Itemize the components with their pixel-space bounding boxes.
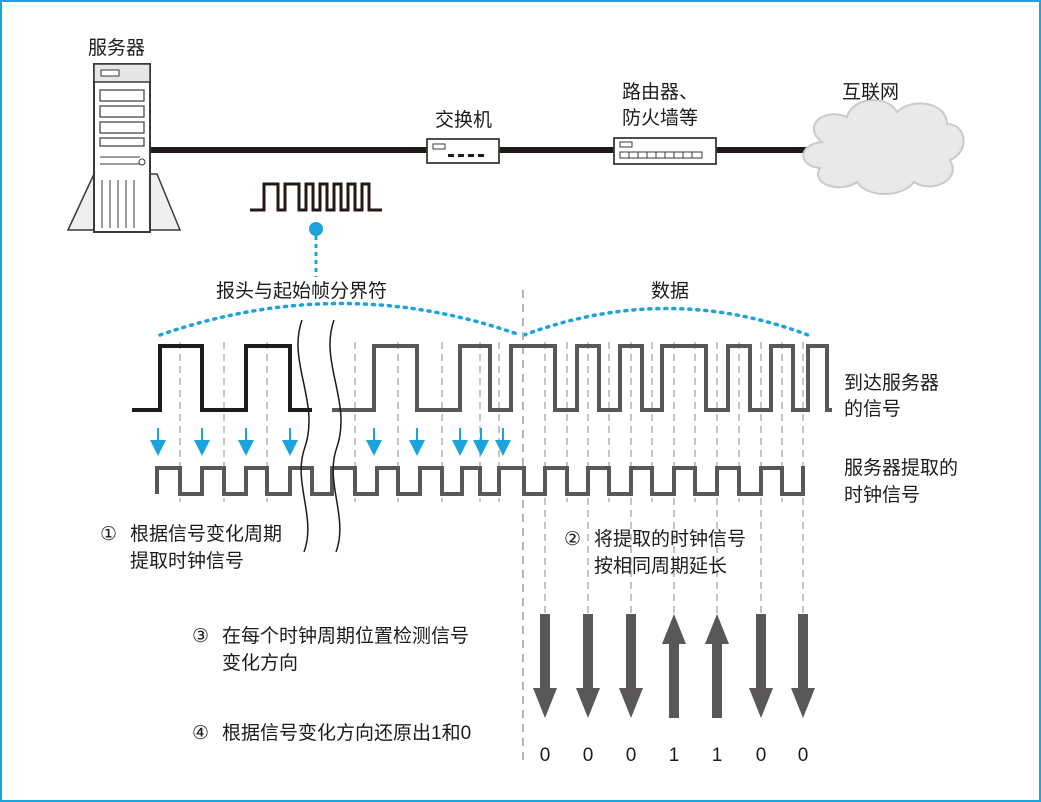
signal-tap-dot xyxy=(309,222,323,236)
break-mark-right xyxy=(329,319,342,553)
router-icon xyxy=(613,137,717,165)
step-2-marker: ② xyxy=(564,529,581,550)
server-label: 服务器 xyxy=(88,37,145,59)
bit-arrow-up-5 xyxy=(705,614,729,718)
step-1-marker: ① xyxy=(100,524,117,545)
bit-value-1: 0 xyxy=(540,745,551,766)
break-mark-left xyxy=(297,319,310,553)
switch-icon xyxy=(426,138,500,164)
bit-value-5: 1 xyxy=(712,745,723,766)
step-4-marker: ④ xyxy=(192,723,209,744)
bit-value-6: 0 xyxy=(756,745,767,766)
received-signal-data xyxy=(332,344,832,412)
preamble-bracket xyxy=(158,301,522,337)
server-icon xyxy=(66,63,182,233)
internet-cloud-icon xyxy=(802,99,965,195)
step-3-marker: ③ xyxy=(192,626,209,647)
step-4-line1: 根据信号变化方向还原出1和0 xyxy=(222,722,471,744)
decoded-bits: 0 0 0 1 1 0 0 xyxy=(540,745,809,766)
extracted-clock-signal xyxy=(155,466,805,496)
bit-direction-arrows xyxy=(533,614,815,718)
preamble-section-label: 报头与起始帧分界符 xyxy=(216,280,387,302)
step-1-line2: 提取时钟信号 xyxy=(130,550,244,572)
bit-arrow-up-4 xyxy=(662,614,686,718)
bit-arrow-down-3 xyxy=(619,614,643,718)
bit-value-2: 0 xyxy=(583,745,594,766)
step-3-line2: 变化方向 xyxy=(222,652,298,674)
router-label-line1: 路由器、 xyxy=(622,81,698,103)
bit-arrow-down-6 xyxy=(749,614,773,718)
mini-waveform-icon xyxy=(250,182,382,212)
step-2-line2: 按相同周期延长 xyxy=(594,555,727,577)
bit-arrow-down-2 xyxy=(576,614,600,718)
data-bracket xyxy=(522,306,810,337)
bit-value-3: 0 xyxy=(626,745,637,766)
switch-label: 交换机 xyxy=(435,109,492,131)
step-3-line1: 在每个时钟周期位置检测信号 xyxy=(222,625,469,647)
clock-signal-label-line2: 时钟信号 xyxy=(844,484,920,506)
internet-label: 互联网 xyxy=(842,81,899,103)
received-signal-preamble xyxy=(132,344,312,412)
data-section-label: 数据 xyxy=(651,280,689,302)
bit-value-4: 1 xyxy=(669,745,680,766)
step-2-line1: 将提取的时钟信号 xyxy=(594,528,746,550)
clock-signal-label-line1: 服务器提取的 xyxy=(844,457,958,479)
step-1-line1: 根据信号变化周期 xyxy=(130,523,282,545)
bit-arrow-down-1 xyxy=(533,614,557,718)
clock-detect-arrows xyxy=(150,428,511,456)
bit-value-7: 0 xyxy=(798,745,809,766)
received-signal-label-line1: 到达服务器 xyxy=(844,372,939,394)
bit-arrow-down-7 xyxy=(791,614,815,718)
received-signal-label-line2: 的信号 xyxy=(844,398,901,420)
router-label-line2: 防火墙等 xyxy=(622,107,698,129)
